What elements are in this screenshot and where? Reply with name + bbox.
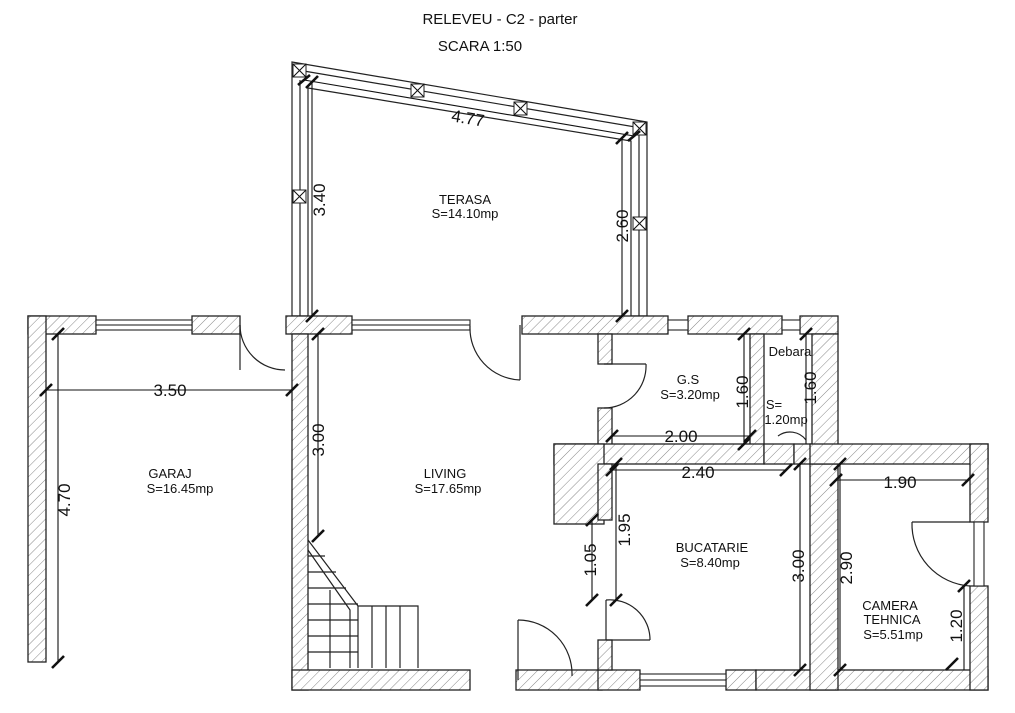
- room-debara-area-1: S=: [766, 397, 782, 412]
- room-bucatarie-name: BUCATARIE: [676, 540, 749, 555]
- walls: [27, 315, 989, 691]
- dim-garaj-width: 3.50: [153, 381, 186, 400]
- room-terasa-name: TERASA: [439, 192, 491, 207]
- windows: [95, 319, 985, 687]
- room-camera-name-1: CAMERA: [862, 598, 918, 613]
- terasa-post-markers: [292, 63, 647, 231]
- room-garaj-name: GARAJ: [148, 466, 191, 481]
- room-terasa-area: S=14.10mp: [432, 206, 499, 221]
- dim-bucatarie-left-lower: 1.05: [581, 543, 600, 576]
- dim-terasa-top: 4.77: [450, 106, 486, 130]
- dim-gs-height: 1.60: [733, 375, 752, 408]
- room-debara-name: Debara: [769, 344, 812, 359]
- dim-camera-height: 2.90: [837, 551, 856, 584]
- dimension-lines: [39, 74, 975, 677]
- room-living-name: LIVING: [424, 466, 467, 481]
- staircase: [307, 539, 419, 668]
- drawing-scale: SCARA 1:50: [438, 38, 522, 55]
- dim-bucatarie-right: 3.00: [789, 549, 808, 582]
- room-living-area: S=17.65mp: [415, 481, 482, 496]
- room-labels: TERASA S=14.10mp GARAJ S=16.45mp LIVING …: [147, 192, 923, 642]
- room-gs-area: S=3.20mp: [660, 387, 720, 402]
- dim-debara-height: 1.60: [801, 371, 820, 404]
- drawing-title: RELEVEU - C2 - parter: [422, 11, 577, 28]
- dim-camera-width: 1.90: [883, 473, 916, 492]
- room-bucatarie-area: S=8.40mp: [680, 555, 740, 570]
- room-camera-area: S=5.51mp: [863, 627, 923, 642]
- dim-terasa-right: 2.60: [613, 209, 632, 242]
- dim-bucatarie-width: 2.40: [681, 463, 714, 482]
- terasa-frame: [291, 61, 648, 317]
- dim-bucatarie-left-upper: 1.95: [615, 513, 634, 546]
- doors: [239, 324, 971, 680]
- room-gs-name: G.S: [677, 372, 700, 387]
- dim-gs-width: 2.00: [664, 427, 697, 446]
- room-garaj-area: S=16.45mp: [147, 481, 214, 496]
- room-camera-name-2: TEHNICA: [863, 612, 920, 627]
- dim-garaj-height: 4.70: [55, 483, 74, 516]
- dim-living-height: 3.00: [309, 423, 328, 456]
- dim-terasa-left: 3.40: [310, 183, 329, 216]
- dim-camera-door: 1.20: [947, 609, 966, 642]
- room-debara-area-2: 1.20mp: [764, 412, 807, 427]
